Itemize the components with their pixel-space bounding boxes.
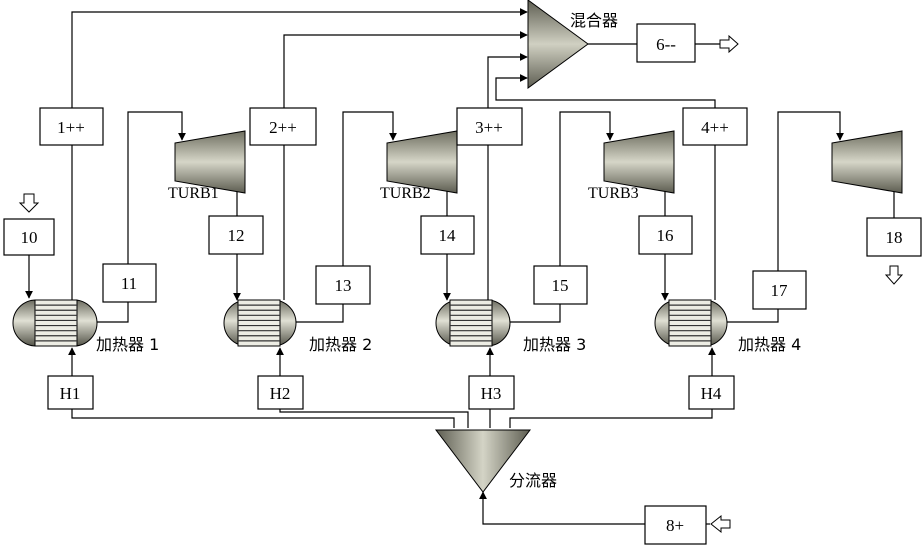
stream-box-6-text: 6-- bbox=[656, 35, 676, 54]
stream-box-18-text: 18 bbox=[886, 228, 903, 247]
stream-box-16-text: 16 bbox=[657, 226, 674, 245]
H2-line bbox=[276, 347, 469, 428]
stream-17-line bbox=[727, 111, 844, 323]
stream-box-12-text: 12 bbox=[228, 226, 245, 245]
stream-15-line bbox=[510, 111, 614, 323]
stream-box-3-text: 3++ bbox=[475, 118, 503, 137]
stream-box-H4[interactable]: H4 bbox=[688, 375, 735, 410]
stream-2-line bbox=[283, 31, 528, 300]
stream-box-2-text: 2++ bbox=[269, 118, 297, 137]
stream-13-line bbox=[296, 111, 397, 323]
heater-3-tubes bbox=[449, 299, 493, 347]
stream-box-2[interactable]: 2++ bbox=[249, 107, 317, 146]
heater-1-label: 加热器 1 bbox=[96, 335, 159, 354]
stream-box-15-text: 15 bbox=[552, 276, 569, 295]
mixer-shape bbox=[527, 0, 589, 89]
out-18-port-arrow bbox=[884, 265, 904, 285]
heater-3[interactable]: 加热器 3 bbox=[435, 299, 586, 354]
stream-boxes: 1++ 2++ 3++ 4++ 6-- 10 11 12 bbox=[3, 23, 922, 545]
stream-box-17[interactable]: 17 bbox=[752, 270, 807, 310]
turbine-2-label: TURB2 bbox=[380, 185, 431, 202]
stream-box-H3-text: H3 bbox=[481, 384, 502, 403]
heater-2-label: 加热器 2 bbox=[309, 335, 372, 354]
stream-box-H4-text: H4 bbox=[701, 384, 722, 403]
tube-bundle-background bbox=[449, 299, 493, 347]
mixer[interactable]: 混合器 bbox=[527, 0, 618, 89]
stream-box-4[interactable]: 4++ bbox=[682, 107, 748, 146]
turbine-3-label: TURB3 bbox=[588, 185, 639, 202]
stream-box-16[interactable]: 16 bbox=[638, 215, 693, 255]
stream-box-12[interactable]: 12 bbox=[208, 215, 264, 255]
heater-4[interactable]: 加热器 4 bbox=[654, 299, 801, 354]
stream-11-line bbox=[96, 111, 186, 323]
turbine-2-shape bbox=[386, 130, 458, 194]
feed-10-port-arrow bbox=[18, 193, 40, 213]
turbine-3-shape bbox=[603, 130, 675, 194]
splitter-shape bbox=[434, 429, 532, 493]
stream-4-line bbox=[495, 74, 716, 300]
stream-box-8[interactable]: 8+ bbox=[644, 505, 707, 545]
stream-box-6[interactable]: 6-- bbox=[636, 23, 696, 63]
stream-box-10-text: 10 bbox=[21, 228, 38, 247]
stream-8-line bbox=[479, 491, 645, 525]
port-arrows bbox=[18, 34, 904, 534]
stream-box-1[interactable]: 1++ bbox=[39, 107, 104, 146]
stream-box-11[interactable]: 11 bbox=[102, 263, 157, 303]
turbine-1-shape bbox=[174, 130, 246, 194]
stream-box-H1-text: H1 bbox=[60, 384, 81, 403]
stream-box-17-text: 17 bbox=[771, 281, 789, 300]
heater-1[interactable]: 加热器 1 bbox=[12, 299, 159, 354]
H4-line bbox=[509, 347, 716, 428]
heater-2-tubes bbox=[237, 299, 281, 347]
stream-box-13[interactable]: 13 bbox=[315, 265, 371, 305]
turbine-3[interactable]: TURB3 bbox=[588, 130, 675, 202]
heater-3-label: 加热器 3 bbox=[523, 335, 586, 354]
tube-bundle-background bbox=[34, 299, 78, 347]
heater-4-label: 加热器 4 bbox=[738, 335, 801, 354]
stream-box-13-text: 13 bbox=[335, 276, 352, 295]
tube-bundle-background bbox=[237, 299, 281, 347]
stream-box-H3[interactable]: H3 bbox=[468, 375, 515, 410]
stream-box-1-text: 1++ bbox=[57, 118, 85, 137]
out-6-port-arrow bbox=[719, 34, 739, 54]
stream-box-8-text: 8+ bbox=[666, 516, 684, 535]
heater-2[interactable]: 加热器 2 bbox=[223, 299, 372, 354]
stream-1-line bbox=[71, 8, 528, 300]
stream-box-11-text: 11 bbox=[121, 274, 137, 293]
heater-1-tubes bbox=[34, 299, 78, 347]
stream-box-3[interactable]: 3++ bbox=[456, 107, 523, 146]
stream-box-H1[interactable]: H1 bbox=[47, 375, 94, 410]
turbine-1[interactable]: TURB1 bbox=[168, 130, 246, 202]
stream-box-4-text: 4++ bbox=[701, 118, 729, 137]
turbine-4[interactable] bbox=[831, 130, 903, 194]
stream-box-14[interactable]: 14 bbox=[420, 215, 475, 255]
tube-bundle-background bbox=[668, 299, 712, 347]
turbine-2[interactable]: TURB2 bbox=[380, 130, 458, 202]
stream-box-14-text: 14 bbox=[439, 226, 457, 245]
stream-box-10[interactable]: 10 bbox=[3, 218, 55, 256]
feed-8-port-arrow bbox=[710, 514, 731, 534]
mixer-label: 混合器 bbox=[570, 11, 618, 30]
splitter[interactable]: 分流器 bbox=[434, 429, 557, 493]
turbine-4-shape bbox=[831, 130, 903, 194]
stream-box-15[interactable]: 15 bbox=[533, 265, 588, 305]
splitter-label: 分流器 bbox=[509, 471, 557, 490]
turbine-1-label: TURB1 bbox=[168, 185, 219, 202]
stream-box-18[interactable]: 18 bbox=[866, 217, 922, 257]
stream-box-H2[interactable]: H2 bbox=[257, 375, 304, 410]
heater-4-tubes bbox=[668, 299, 712, 347]
stream-3-line bbox=[487, 53, 528, 300]
stream-box-H2-text: H2 bbox=[270, 384, 291, 403]
